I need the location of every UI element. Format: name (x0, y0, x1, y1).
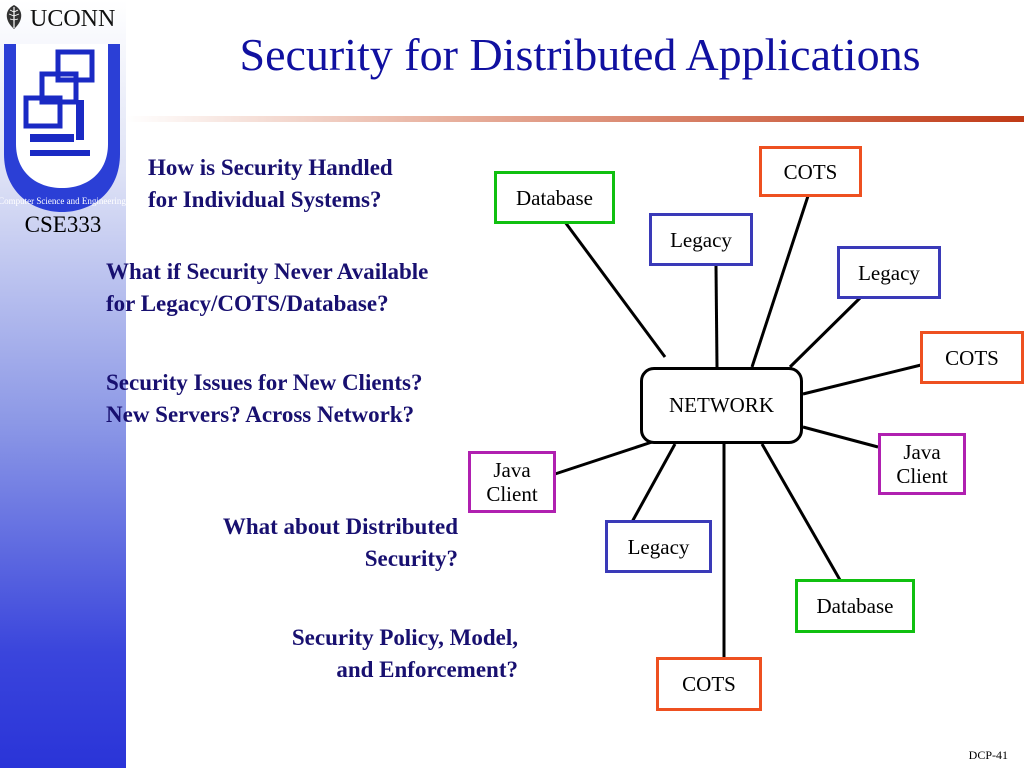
question-distributed-security: What about Distributed Security? (140, 511, 458, 575)
node-label: Client (896, 464, 948, 488)
computer-network-icon (23, 49, 95, 129)
question-line: Security Issues for New Clients? (106, 370, 423, 395)
network-hub: NETWORK (640, 367, 803, 444)
node-legacy-top-left: Legacy (649, 213, 753, 266)
link-database-top (563, 221, 667, 358)
oak-leaf-icon (6, 5, 22, 29)
question-line: What about Distributed (222, 514, 458, 539)
question-line: for Legacy/COTS/Database? (106, 291, 389, 316)
question-new-clients: Security Issues for New Clients? New Ser… (106, 367, 422, 431)
link-cots-right (802, 363, 922, 396)
node-label: Client (486, 482, 538, 506)
link-legacy-top-right (788, 296, 862, 369)
link-database-bottom (760, 443, 842, 581)
node-cots-right: COTS (920, 331, 1024, 384)
university-brand: UCONN (4, 4, 115, 33)
title-divider (126, 116, 1024, 122)
node-label: Java (903, 440, 941, 464)
node-cots-top: COTS (759, 146, 862, 197)
link-cots-top (750, 195, 810, 368)
node-java-client-left: Java Client (468, 451, 556, 513)
question-line: Security? (364, 546, 458, 571)
question-legacy-cots: What if Security Never Available for Leg… (106, 256, 428, 320)
link-java-client-left (554, 440, 653, 476)
slide-title: Security for Distributed Applications (239, 29, 921, 80)
node-legacy-top-right: Legacy (837, 246, 941, 299)
slide-number: DCP-41 (968, 748, 1008, 762)
link-legacy-top-left (714, 265, 719, 368)
question-individual-systems: How is Security Handled for Individual S… (148, 152, 393, 216)
node-database-bottom: Database (795, 579, 915, 633)
question-line: and Enforcement? (336, 657, 518, 682)
link-legacy-bottom (630, 443, 677, 523)
node-cots-bottom: COTS (656, 657, 762, 711)
question-line: What if Security Never Available (106, 259, 429, 284)
question-line: New Servers? Across Network? (106, 402, 415, 427)
node-database-top: Database (494, 171, 615, 224)
seal-text: Computer Science and Engineering (0, 196, 126, 206)
question-policy-model: Security Policy, Model, and Enforcement? (200, 622, 518, 686)
question-line: for Individual Systems? (148, 187, 382, 212)
question-line: Security Policy, Model, (291, 625, 518, 650)
link-java-client-right (802, 425, 879, 449)
question-line: How is Security Handled (148, 155, 393, 180)
course-code: CSE333 (24, 212, 102, 237)
node-legacy-bottom: Legacy (605, 520, 712, 573)
node-java-client-right: Java Client (878, 433, 966, 495)
node-label: Java (493, 458, 531, 482)
university-name: UCONN (30, 6, 116, 32)
department-seal: Computer Science and Engineering (0, 44, 126, 212)
